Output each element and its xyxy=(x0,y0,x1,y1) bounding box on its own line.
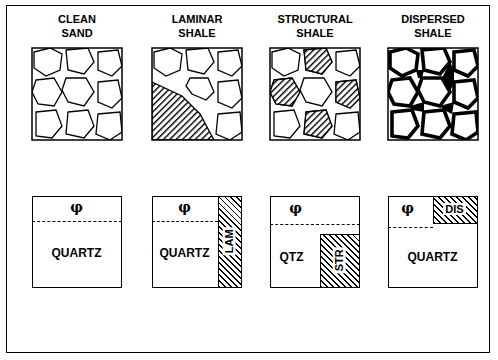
component-label: DIS xyxy=(443,203,465,216)
component-label: STR xyxy=(333,247,346,273)
component-label: QTZ xyxy=(280,251,304,265)
component-label: QUARTZ xyxy=(408,251,458,265)
sand-grain xyxy=(186,48,214,74)
laminar-volume: φQUARTZ LAM xyxy=(152,196,242,288)
shale-grain xyxy=(336,80,360,108)
porosity-boundary xyxy=(388,227,433,228)
porosity-symbol: φ xyxy=(70,199,83,215)
porosity-symbol: φ xyxy=(178,199,191,215)
dispersed-shale-grains xyxy=(388,48,478,140)
sand-grain xyxy=(154,48,182,76)
structural-shale-grains xyxy=(270,48,360,140)
sand-grain xyxy=(186,78,214,100)
clean-sand-volume: φQUARTZ xyxy=(32,196,122,288)
column-heading: DISPERSED SHALE xyxy=(401,12,465,41)
dispersed-volume: φQUARTZ DIS xyxy=(388,196,478,288)
column-heading: STRUCTURAL SHALE xyxy=(278,12,353,41)
sample-square xyxy=(152,48,242,140)
sample-square xyxy=(270,48,360,140)
structural-band: STR xyxy=(320,234,360,288)
sand-grain xyxy=(270,48,360,140)
component-label: LAM xyxy=(223,227,236,255)
column-heading: LAMINAR SHALE xyxy=(172,12,223,41)
sand-grain xyxy=(32,48,122,140)
porosity-symbol: φ xyxy=(401,200,414,216)
component-label: QUARTZ xyxy=(160,247,210,261)
structural-volume: φQTZ STR xyxy=(270,196,360,288)
sample-square xyxy=(388,48,478,140)
column-heading: CLEAN SAND xyxy=(58,12,96,41)
sand-grain xyxy=(218,80,242,108)
shale-grain xyxy=(304,48,332,74)
coated-grain xyxy=(388,48,478,140)
sand-grain xyxy=(216,112,242,140)
porosity-boundary xyxy=(270,224,360,225)
dispersed-band: DIS xyxy=(433,196,478,224)
laminar-shale-grains xyxy=(152,48,242,140)
shale-grain xyxy=(304,110,332,138)
shale-grain xyxy=(270,78,300,106)
component-label: QUARTZ xyxy=(52,247,102,261)
porosity-symbol: φ xyxy=(289,200,302,216)
sand-grain xyxy=(218,50,242,76)
porosity-boundary xyxy=(152,221,218,222)
porosity-boundary xyxy=(32,221,122,222)
sample-square xyxy=(32,48,122,140)
laminar-band: LAM xyxy=(218,196,242,288)
clean-sand-grains xyxy=(32,48,122,140)
